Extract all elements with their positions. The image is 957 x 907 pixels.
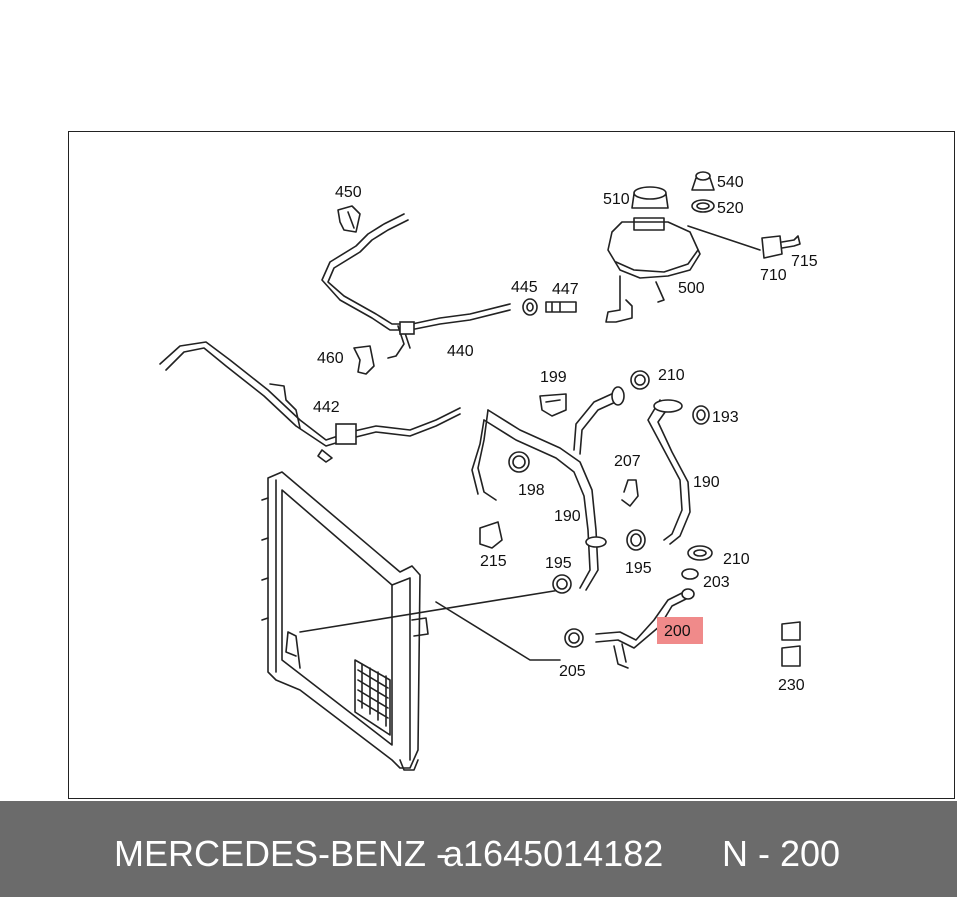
callout-442: 442 xyxy=(313,399,340,416)
part-215-clamp xyxy=(479,521,503,549)
callout-215: 215 xyxy=(480,553,507,570)
callout-207: 207 xyxy=(614,453,641,470)
callout-200: 200 xyxy=(664,623,691,640)
callout-230: 230 xyxy=(778,677,805,694)
part-195-clamp-left xyxy=(552,574,572,594)
callout-203: 203 xyxy=(703,574,730,591)
callout-445: 445 xyxy=(511,279,538,296)
callout-510: 510 xyxy=(603,191,630,208)
part-210-clamp-lower xyxy=(687,545,713,561)
part-447-connector xyxy=(545,301,577,313)
radiator xyxy=(261,471,561,771)
callout-715: 715 xyxy=(791,253,818,270)
callout-500: 500 xyxy=(678,280,705,297)
callout-190-left: 190 xyxy=(554,508,581,525)
callout-440: 440 xyxy=(447,343,474,360)
callout-199: 199 xyxy=(540,369,567,386)
part-193-seal xyxy=(692,405,710,425)
part-710-sensor xyxy=(761,235,801,259)
footer-brand: MERCEDES-BENZ - xyxy=(114,833,449,874)
part-198-clamp xyxy=(508,451,530,473)
highlight-box xyxy=(657,617,703,644)
part-205-clamp xyxy=(564,628,584,648)
part-442-hose xyxy=(159,341,461,463)
part-195-clamp-right xyxy=(626,529,646,551)
part-207-clip xyxy=(621,479,639,507)
callout-210-upper: 210 xyxy=(658,367,685,384)
part-190-hose-left xyxy=(471,386,625,591)
callout-447: 447 xyxy=(552,281,579,298)
part-199-clamp xyxy=(539,393,567,417)
callout-205: 205 xyxy=(559,663,586,680)
callout-195-left: 195 xyxy=(545,555,572,572)
footer-part-number: a1645014182 xyxy=(443,833,664,874)
callout-450: 450 xyxy=(335,184,362,201)
part-540-cap xyxy=(691,171,715,191)
callout-193: 193 xyxy=(712,409,739,426)
callout-195-right: 195 xyxy=(625,560,652,577)
footer-reference: N - 200 xyxy=(722,833,841,874)
part-210-clamp-upper xyxy=(630,370,650,390)
callout-190-right: 190 xyxy=(693,474,720,491)
callout-520: 520 xyxy=(717,200,744,217)
part-440-hose xyxy=(321,213,511,359)
part-203-seal xyxy=(681,568,699,580)
callout-460: 460 xyxy=(317,350,344,367)
footer-bar xyxy=(0,801,957,897)
callout-710: 710 xyxy=(760,267,787,284)
part-200-hose xyxy=(595,588,695,669)
part-520-seal xyxy=(691,199,715,213)
footer: MERCEDES-BENZ - a1645014182 N - 200 xyxy=(0,801,957,897)
callout-210-lower: 210 xyxy=(723,551,750,568)
part-190-hose-right xyxy=(647,399,691,545)
part-500-expansion-tank xyxy=(605,217,761,323)
part-460-bracket xyxy=(353,345,375,375)
part-445-clamp xyxy=(522,298,538,316)
callout-540: 540 xyxy=(717,174,744,191)
part-230-clamp xyxy=(781,621,801,667)
part-450-clip xyxy=(337,205,361,233)
part-510-cap xyxy=(631,186,669,209)
callout-198: 198 xyxy=(518,482,545,499)
